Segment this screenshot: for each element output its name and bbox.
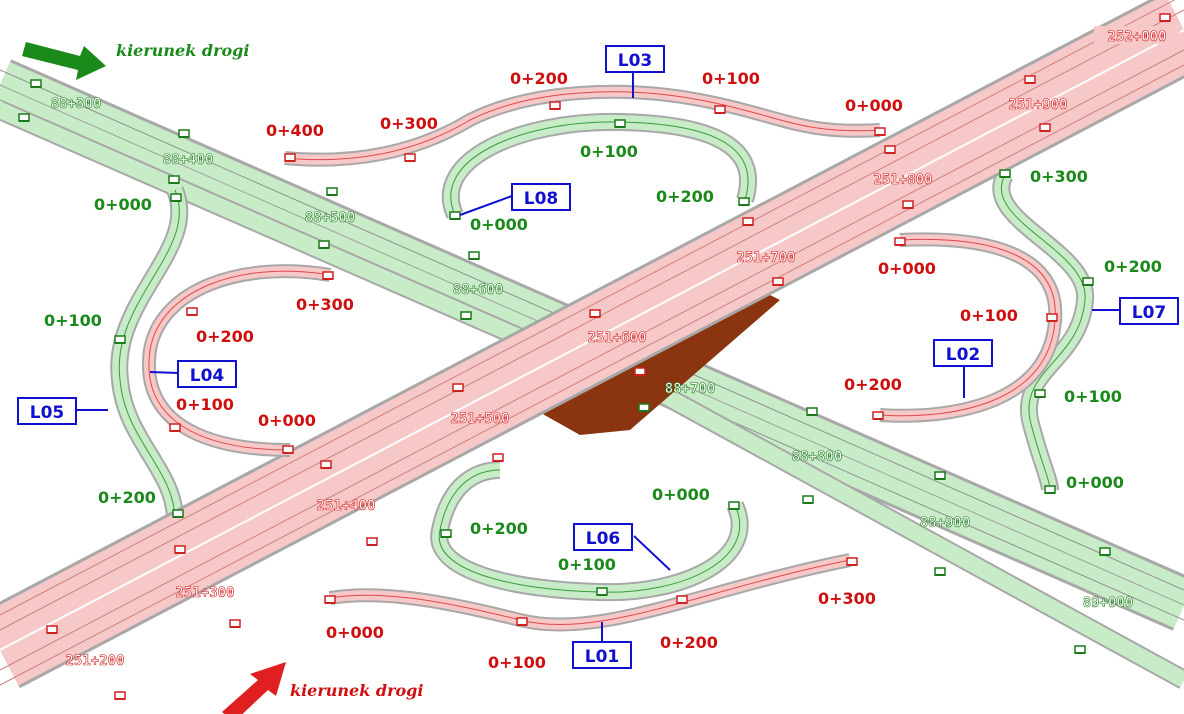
cross-km-88900: 88+900 [920, 515, 971, 531]
l03-km-0400: 0+400 [266, 121, 324, 140]
label-l03: L03 [618, 51, 653, 71]
main-km-252000: 252+000 [1107, 29, 1166, 45]
ramp-l01 [328, 553, 852, 632]
l03-km-0300: 0+300 [380, 114, 438, 133]
l03-km-0000: 0+000 [845, 96, 903, 115]
ramp-labels [17, 45, 1179, 669]
arrow-right-icon [22, 42, 106, 80]
main-km-251200: 251+200 [65, 653, 124, 669]
label-l08: L08 [524, 189, 559, 209]
cross-road-chainage: 88+300 88+400 88+500 88+600 88+700 88+80… [50, 96, 1134, 612]
main-road [0, 0, 1184, 689]
label-l07: L07 [1132, 303, 1167, 323]
l08-km-0200: 0+200 [656, 187, 714, 206]
label-l04: L04 [190, 366, 225, 386]
l04-km-0100: 0+100 [176, 395, 234, 414]
main-km-251400: 251+400 [316, 498, 375, 514]
main-km-251300: 251+300 [175, 585, 234, 601]
l08-km-0100: 0+100 [580, 142, 638, 161]
l04-km-0000: 0+000 [258, 411, 316, 430]
l07-km-0100: 0+100 [1064, 387, 1122, 406]
cross-km-88600: 88+600 [453, 282, 504, 298]
l02-km-0000: 0+000 [878, 259, 936, 278]
cross-km-88300: 88+300 [51, 96, 102, 112]
l05-km-0000: 0+000 [94, 195, 152, 214]
l06-km-0100: 0+100 [558, 555, 616, 574]
l03-km-0100: 0+100 [702, 69, 760, 88]
label-l01: L01 [585, 647, 620, 667]
l04-km-0300: 0+300 [296, 295, 354, 314]
cross-km-88500: 88+500 [305, 210, 356, 226]
l08-km-0000: 0+000 [470, 215, 528, 234]
green-ramp-km: 0+000 0+100 0+200 0+000 0+100 0+200 0+30… [44, 142, 1162, 574]
l03-km-0200: 0+200 [510, 69, 568, 88]
cross-km-88700: 88+700 [665, 381, 716, 397]
main-km-251700: 251+700 [736, 250, 795, 266]
main-km-251800: 251+800 [873, 172, 932, 188]
arrow-up-right-icon [222, 662, 286, 714]
direction-arrow-bottom: kierunek drogi [222, 662, 423, 714]
l06-km-0200: 0+200 [470, 519, 528, 538]
l01-km-0000: 0+000 [326, 623, 384, 642]
ramp-l04 [141, 264, 332, 457]
l07-km-0000: 0+000 [1066, 473, 1124, 492]
l01-km-0200: 0+200 [660, 633, 718, 652]
l07-km-0200: 0+200 [1104, 257, 1162, 276]
l06-km-0000: 0+000 [652, 485, 710, 504]
cross-km-88400: 88+400 [163, 152, 214, 168]
label-l02: L02 [946, 345, 981, 365]
l01-km-0300: 0+300 [818, 589, 876, 608]
l07-km-0300: 0+300 [1030, 167, 1088, 186]
l05-km-0200: 0+200 [98, 488, 156, 507]
ramp-l05 [110, 186, 189, 521]
main-km-251900: 251+900 [1008, 97, 1067, 113]
ramp-l07 [992, 170, 1095, 491]
l04-km-0200: 0+200 [196, 327, 254, 346]
red-ramp-km: 0+400 0+300 0+200 0+100 0+000 0+300 0+20… [176, 69, 1018, 672]
l01-km-0100: 0+100 [488, 653, 546, 672]
direction-label-top: kierunek drogi [116, 41, 249, 60]
direction-label-bottom: kierunek drogi [290, 681, 423, 700]
l02-km-0200: 0+200 [844, 375, 902, 394]
main-road-chainage: 252+000 251+900 251+800 251+700 251+600 … [65, 26, 1180, 669]
main-km-251500: 251+500 [450, 411, 509, 427]
ramp-l06 [430, 461, 749, 602]
direction-arrow-top: kierunek drogi [22, 41, 249, 80]
l02-km-0100: 0+100 [960, 306, 1018, 325]
l05-km-0100: 0+100 [44, 311, 102, 330]
main-km-251600: 251+600 [587, 330, 646, 346]
label-l06: L06 [586, 529, 621, 549]
ramp-l03 [284, 84, 881, 167]
ramp-label-text: L03 L08 L04 L05 L02 L07 L06 L01 [30, 51, 1167, 667]
cross-km-89000: 89+000 [1083, 595, 1134, 611]
cross-km-88800: 88+800 [792, 449, 843, 465]
label-l05: L05 [30, 403, 65, 423]
